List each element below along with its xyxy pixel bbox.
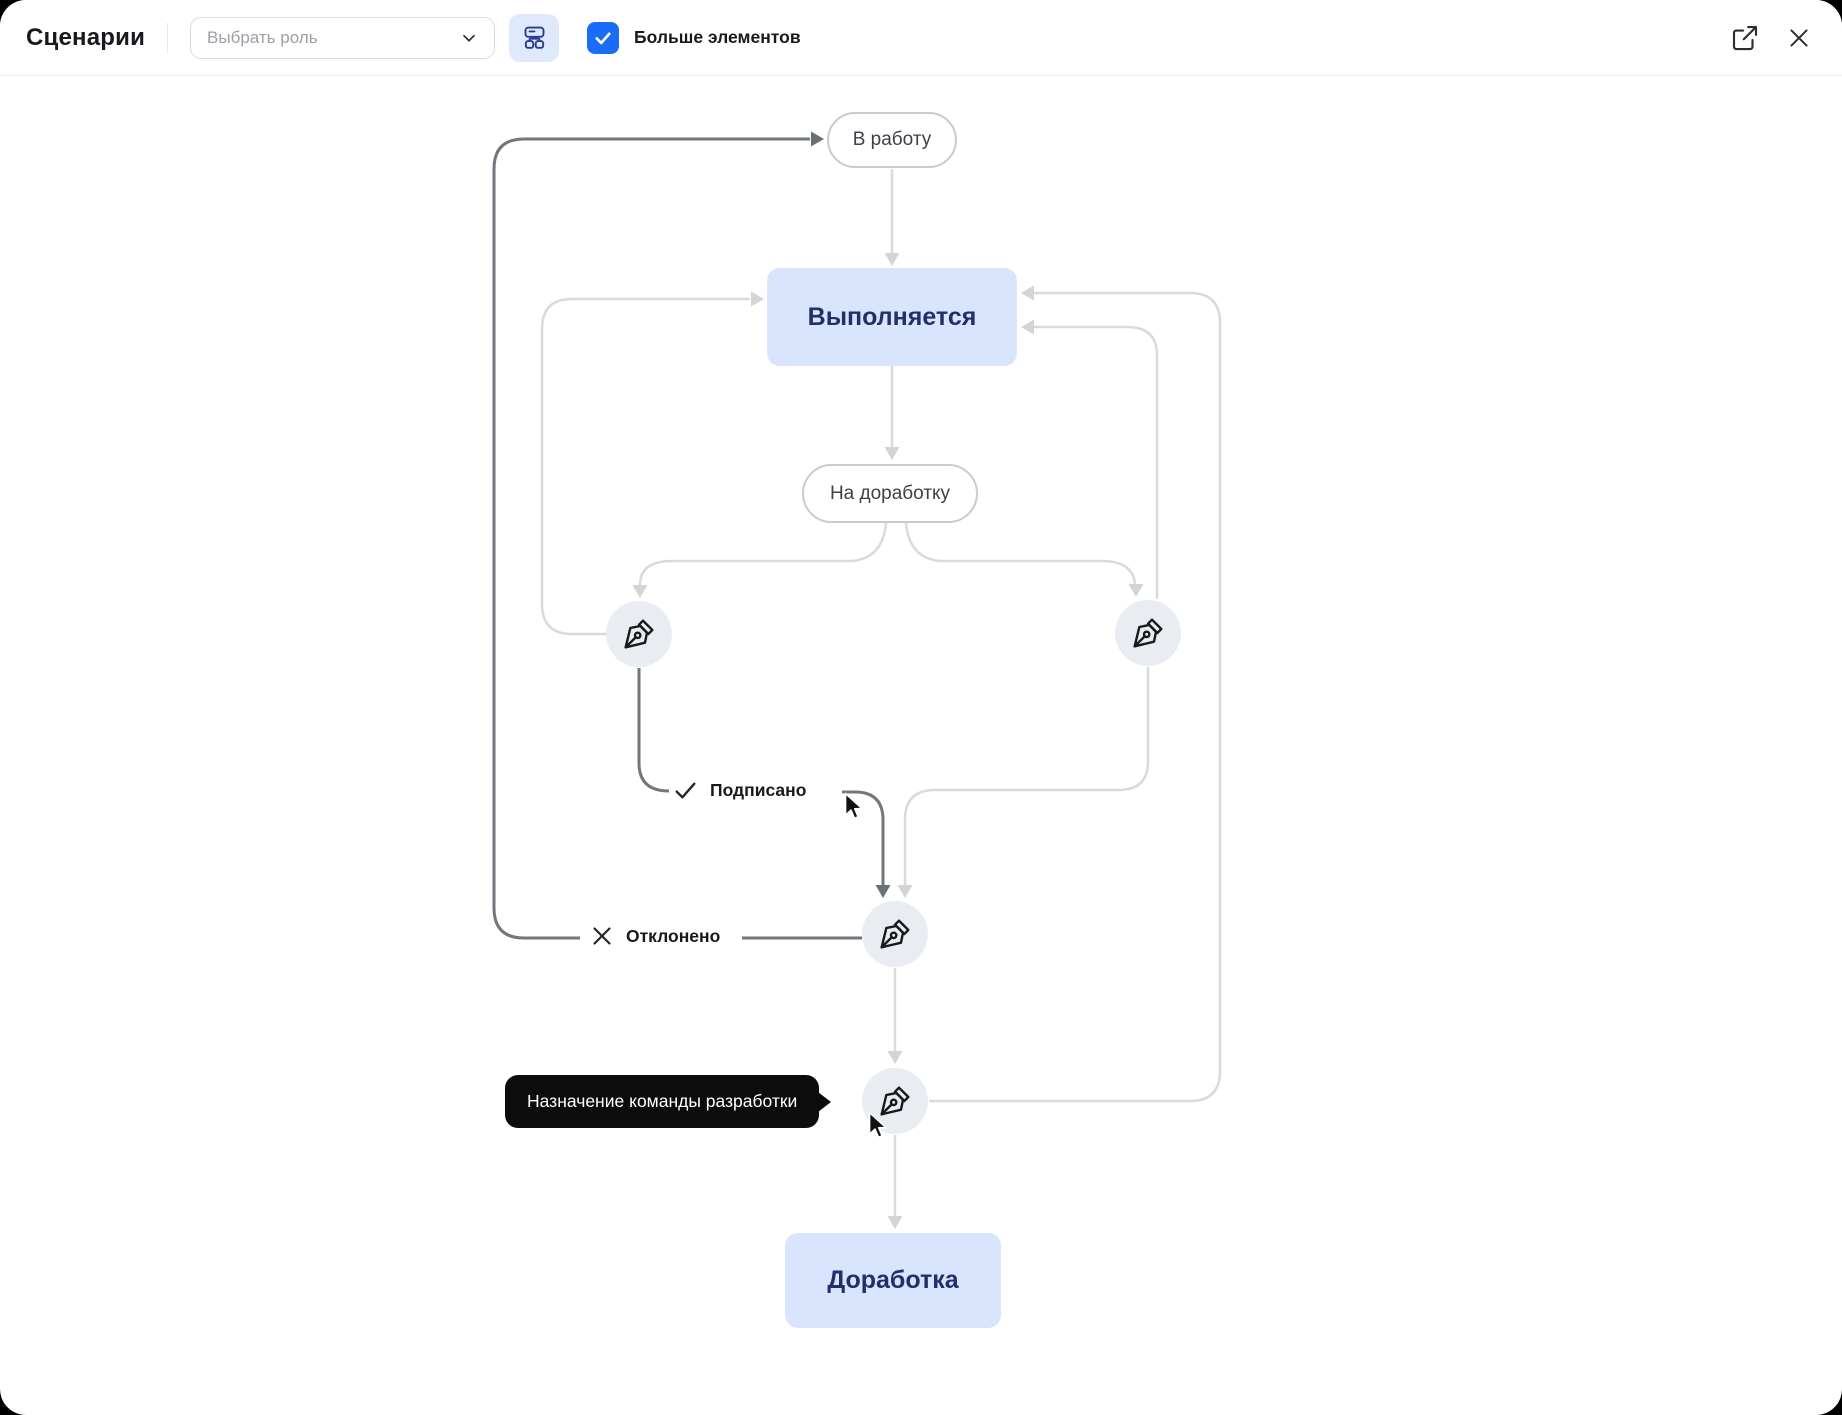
header: Сценарии Выбрать роль <box>0 0 1842 76</box>
sign-action-node-middle[interactable] <box>862 901 928 967</box>
pen-icon <box>880 919 910 949</box>
node-dorabotka[interactable]: Доработка <box>785 1233 1001 1328</box>
page-title: Сценарии <box>26 23 146 51</box>
edge-label-otkloneno: Отклонено <box>587 924 724 948</box>
tooltip: Назначение команды разработки <box>505 1075 832 1128</box>
edge-label-podpisano: Подписано <box>670 778 810 803</box>
open-external-button[interactable] <box>1726 19 1764 57</box>
more-elements-toggle[interactable]: Больше элементов <box>587 21 801 54</box>
check-icon <box>675 782 696 799</box>
close-button[interactable] <box>1782 21 1816 55</box>
chevron-down-icon <box>463 34 475 42</box>
node-v-rabotu[interactable]: В работу <box>827 112 957 168</box>
sign-action-node-bottom[interactable] <box>862 1068 928 1134</box>
tooltip-text: Назначение команды разработки <box>527 1091 798 1111</box>
x-icon <box>593 927 611 945</box>
pen-icon <box>880 1086 910 1116</box>
node-na-dorabotku[interactable]: На доработку <box>802 464 978 523</box>
edge-label-text: Отклонено <box>626 925 721 946</box>
edge-label-text: Подписано <box>710 780 807 800</box>
external-link-icon <box>1732 25 1758 50</box>
mouse-cursor <box>844 792 864 820</box>
close-icon <box>1790 28 1808 47</box>
node-label: В работу <box>852 129 932 150</box>
node-label: Доработка <box>827 1266 959 1294</box>
tooltip-caret <box>818 1091 832 1112</box>
check-icon <box>595 32 611 44</box>
flowchart-icon <box>524 26 545 49</box>
role-select-placeholder: Выбрать роль <box>207 27 318 47</box>
role-select[interactable]: Выбрать роль <box>190 16 496 59</box>
node-label: На доработку <box>829 482 951 504</box>
header-divider <box>167 22 169 53</box>
node-vypolnyaetsya[interactable]: Выполняется <box>767 268 1017 366</box>
checkbox-checked[interactable] <box>587 21 620 54</box>
pen-icon <box>624 619 654 649</box>
pen-icon <box>1133 618 1163 648</box>
more-elements-label: Больше элементов <box>634 27 801 47</box>
sign-action-node-right[interactable] <box>1115 600 1181 666</box>
auto-layout-button[interactable] <box>509 13 560 62</box>
node-label: Выполняется <box>807 302 977 331</box>
sign-action-node-left[interactable] <box>606 601 672 667</box>
